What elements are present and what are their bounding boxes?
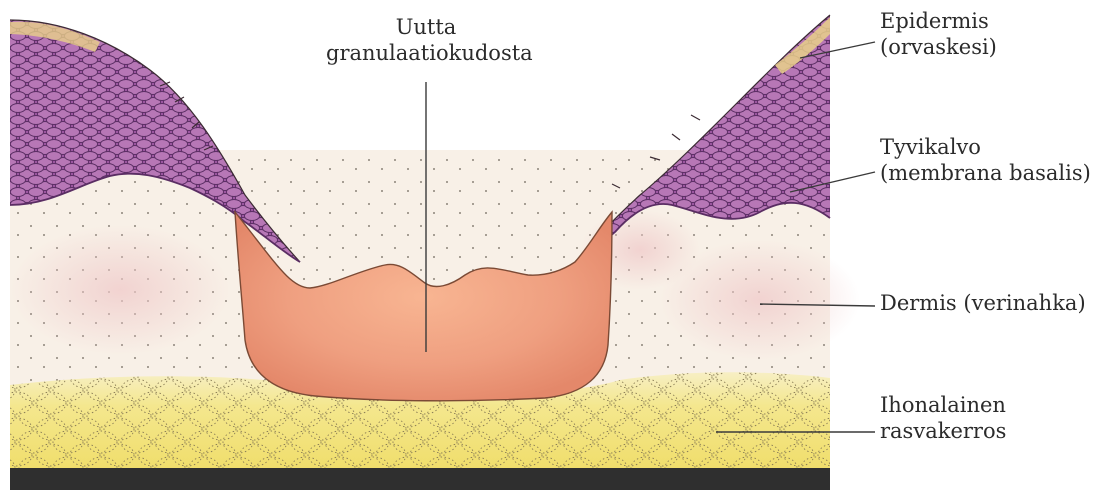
label-dermis: Dermis (verinahka) [880, 290, 1086, 316]
label-basal-membrane: Tyvikalvo (membrana basalis) [880, 134, 1091, 186]
label-subcutaneous-fat: Ihonalainen rasvakerros [880, 392, 1006, 444]
label-basal-membrane-line1: Tyvikalvo [880, 134, 1091, 160]
label-granulation-tissue: Uutta granulaatiokudosta [326, 14, 526, 66]
base-bar [10, 468, 830, 490]
label-granulation-line1: Uutta [326, 14, 526, 40]
label-dermis-text: Dermis (verinahka) [880, 290, 1086, 316]
label-epidermis: Epidermis (orvaskesi) [880, 8, 997, 60]
label-epidermis-line2: (orvaskesi) [880, 34, 997, 60]
label-subcutaneous-line1: Ihonalainen [880, 392, 1006, 418]
label-basal-membrane-line2: (membrana basalis) [880, 160, 1091, 186]
label-subcutaneous-line2: rasvakerros [880, 418, 1006, 444]
label-granulation-line2: granulaatiokudosta [326, 40, 526, 66]
label-epidermis-line1: Epidermis [880, 8, 997, 34]
